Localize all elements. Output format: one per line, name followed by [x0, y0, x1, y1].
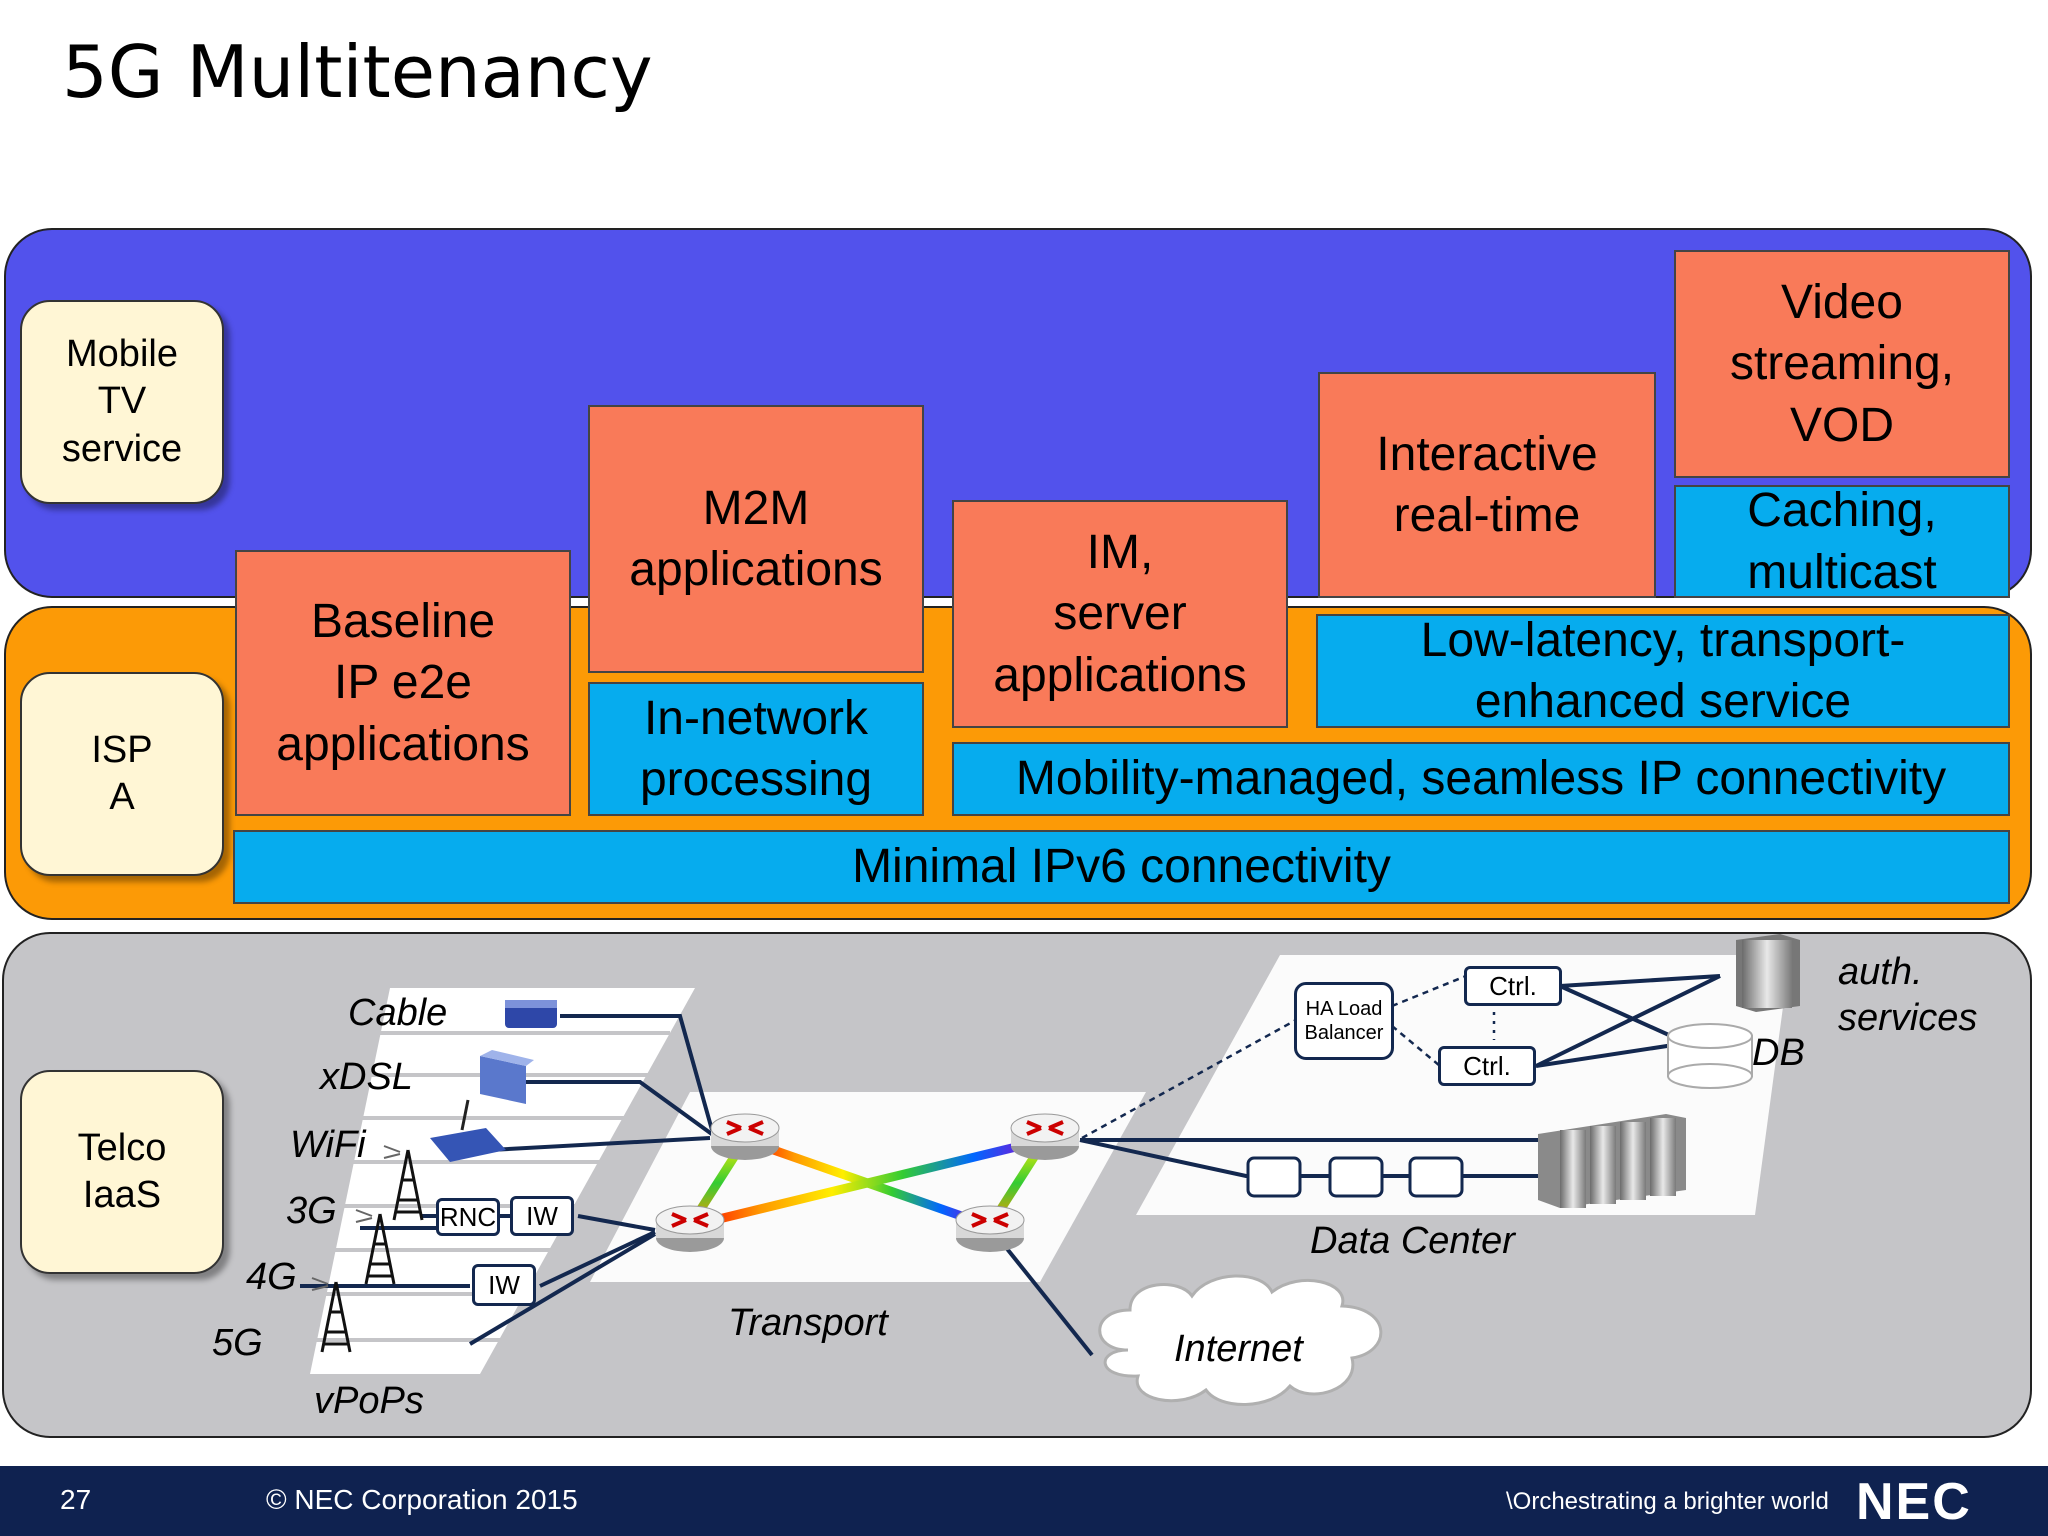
label-5g: 5G [212, 1322, 263, 1364]
service-mobility: Mobility-managed, seamless IP connectivi… [952, 742, 2010, 816]
app-baseline-label: Baseline IP e2e applications [276, 594, 530, 771]
wifi-router-icon [430, 1099, 506, 1162]
tenant-mobile-tv: Mobile TV service [20, 300, 224, 504]
iw-box-4g: IW [472, 1264, 536, 1306]
app-m2m-label: M2M applications [629, 481, 883, 596]
server-rack-icon [1538, 1114, 1686, 1208]
iw-box-3g: IW [510, 1196, 574, 1236]
service-minimal-label: Minimal IPv6 connectivity [852, 840, 1391, 894]
iw-box-3g-label: IW [526, 1200, 558, 1231]
auth-server-icon [1736, 934, 1800, 1012]
label-vpops: vPoPs [314, 1380, 424, 1422]
service-in-network-label: In-network processing [639, 691, 873, 806]
app-m2m: M2M applications [588, 405, 924, 673]
label-data-center: Data Center [1310, 1220, 1515, 1262]
app-im: IM, server applications [952, 500, 1288, 728]
ha-load-balancer-label: HA Load Balancer [1304, 998, 1384, 1044]
service-minimal: Minimal IPv6 connectivity [233, 830, 2010, 904]
ctrl-box-top: Ctrl. [1464, 966, 1562, 1006]
app-interactive: Interactive real-time [1318, 372, 1656, 598]
label-wifi: WiFi [290, 1124, 366, 1166]
tenant-telco: Telco IaaS [20, 1070, 224, 1274]
label-cable: Cable [348, 992, 448, 1034]
label-transport: Transport [728, 1302, 888, 1344]
app-video: Video streaming, VOD [1674, 250, 2010, 478]
label-internet: Internet [1174, 1328, 1303, 1370]
page-title: 5G Multitenancy [62, 30, 653, 114]
service-low-latency: Low-latency, transport- enhanced service [1316, 614, 2010, 728]
tenant-isp: ISP A [20, 672, 224, 876]
app-im-label: IM, server applications [993, 525, 1247, 702]
ctrl-box-top-label: Ctrl. [1489, 970, 1537, 1001]
service-low-latency-label: Low-latency, transport- enhanced service [1420, 613, 1906, 728]
ctrl-box-bottom-label: Ctrl. [1463, 1050, 1511, 1081]
app-interactive-label: Interactive real-time [1376, 427, 1598, 542]
rnc-box-label: RNC [439, 1201, 497, 1232]
iw-box-4g-label: IW [488, 1269, 520, 1300]
ctrl-box-bottom: Ctrl. [1438, 1046, 1536, 1086]
app-video-label: Video streaming, VOD [1729, 275, 1955, 452]
tagline: \Orchestrating a brighter world [1506, 1488, 1829, 1515]
tenant-telco-label: Telco IaaS [77, 1126, 167, 1217]
dsl-modem-icon [480, 1050, 534, 1104]
service-mobility-label: Mobility-managed, seamless IP connectivi… [1015, 752, 1947, 806]
ha-load-balancer: HA Load Balancer [1294, 982, 1394, 1060]
access-plane [310, 988, 695, 1374]
copyright: © NEC Corporation 2015 [266, 1484, 578, 1515]
page-number: 27 [60, 1484, 92, 1515]
internet-cloud-icon [1098, 1274, 1383, 1406]
tenant-mobile-tv-label: Mobile TV service [61, 332, 183, 470]
label-xdsl: xDSL [320, 1056, 413, 1098]
label-3g: 3G [286, 1190, 337, 1232]
label-db: DB [1752, 1032, 1805, 1074]
nec-logo: NEC [1856, 1473, 1972, 1531]
rnc-box: RNC [436, 1198, 500, 1236]
label-4g: 4G [246, 1256, 297, 1298]
footer-bar: 27 © NEC Corporation 2015 \Orchestrating… [0, 1466, 2048, 1536]
database-icon [1667, 1023, 1753, 1089]
service-caching-label: Caching, multicast [1747, 484, 1937, 599]
app-baseline: Baseline IP e2e applications [235, 550, 571, 816]
tenant-isp-label: ISP A [91, 728, 153, 819]
service-in-network: In-network processing [588, 682, 924, 816]
cable-modem-icon [505, 1000, 557, 1028]
service-caching: Caching, multicast [1674, 484, 2010, 599]
label-auth-services: auth. services [1838, 951, 1978, 1039]
